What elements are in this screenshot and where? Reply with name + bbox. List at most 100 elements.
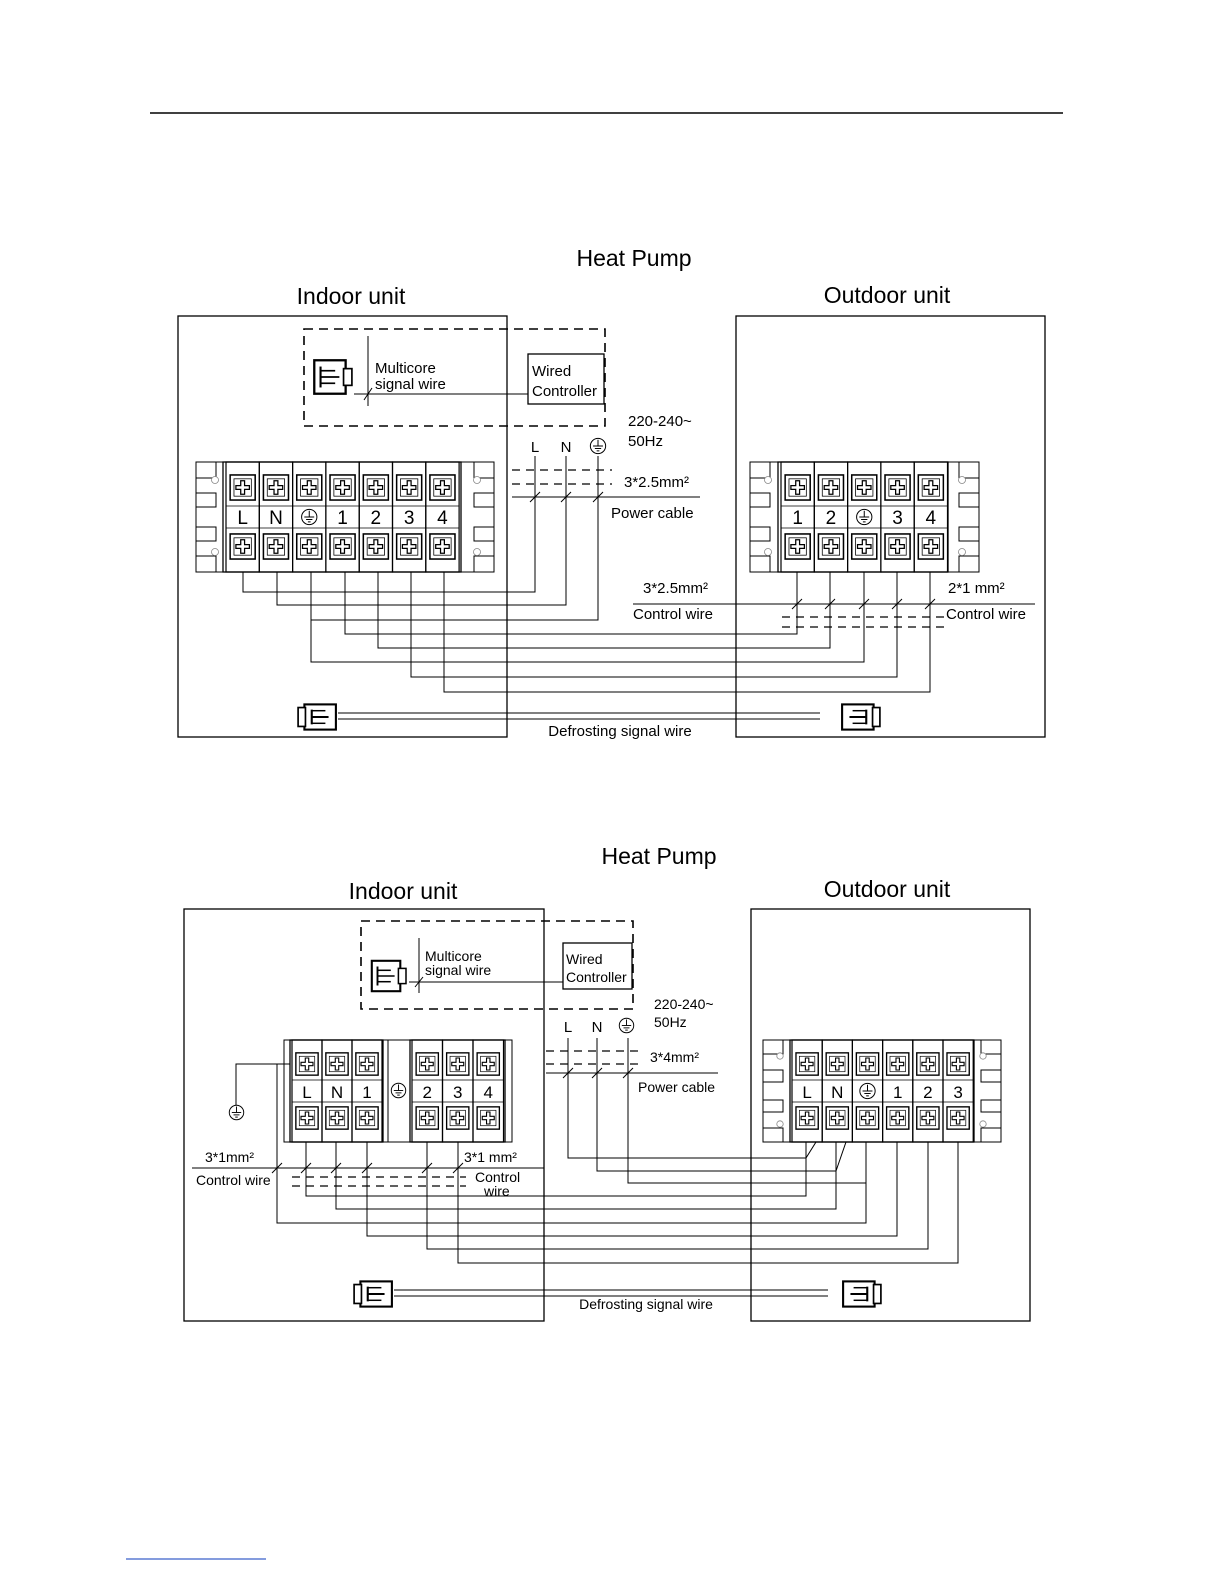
diagram-2-control-label-left: Control wire: [196, 1172, 271, 1188]
diagram-1-indoor-terminal-label: 1: [337, 508, 348, 529]
terminal-screw-icon: [395, 474, 423, 501]
diagram-1-defrost-label: Defrosting signal wire: [548, 723, 691, 740]
diagram-1-power-spec: 3*2.5mm²: [624, 474, 689, 491]
diagram-1-wired-controller: [527, 353, 605, 405]
diagram-1-outdoor-box: [735, 315, 1046, 738]
terminal-screw-icon: [295, 1052, 319, 1076]
terminal-screw-icon: [355, 1052, 379, 1076]
terminal-screw-icon: [329, 533, 356, 560]
terminal-screw-icon: [850, 533, 878, 560]
diagram-2-control-spec-left: 3*1mm²: [205, 1149, 254, 1165]
terminal-screw-icon: [295, 1106, 319, 1130]
diagram-1-control-spec-left: 3*2.5mm²: [643, 580, 708, 597]
diagram-1-outdoor-terminal-label: 4: [926, 508, 937, 529]
terminal-screw-icon: [362, 533, 390, 560]
diagram-1: Heat Pump Indoor unit Outdoor unit Multi…: [177, 245, 1046, 740]
terminal-screw-icon: [295, 474, 323, 501]
terminal-screw-icon: [329, 474, 356, 501]
diagram-2-control-spec-mid: 3*1 mm²: [464, 1149, 517, 1165]
terminal-screw-icon: [229, 474, 256, 501]
diagram-2-supply-L: L: [564, 1019, 572, 1036]
terminal-screw-icon: [784, 533, 811, 560]
terminal-screw-icon: [295, 533, 323, 560]
terminal-screw-icon: [817, 533, 845, 560]
terminal-screw-icon: [884, 474, 911, 501]
diagram-2-outdoor-terminal-label: N: [831, 1083, 843, 1102]
terminal-screw-icon: [946, 1106, 970, 1130]
terminal-screw-icon: [850, 474, 878, 501]
diagram-2-wires: [192, 1038, 959, 1264]
diagram-2-defrost-label: Defrosting signal wire: [579, 1296, 713, 1312]
diagram-1-controller-area: [303, 328, 606, 427]
diagram-2-outdoor-terminal-label: 2: [923, 1083, 932, 1102]
diagram-2-multicore-line1: Multicore: [425, 948, 482, 964]
diagram-1-outdoor-terminal-label: 1: [792, 508, 803, 529]
ground-icon: [390, 1082, 407, 1099]
diagram-1-indoor-plug-icon: [297, 703, 337, 731]
diagram-2-indoor-terminal-label: 4: [484, 1083, 493, 1102]
diagram-1-outdoor-plug-icon: [841, 703, 881, 731]
diagram-1-power-label: Power cable: [611, 505, 694, 522]
terminal-screw-icon: [445, 1052, 470, 1076]
diagram-2-indoor-terminal-label: N: [331, 1083, 343, 1102]
diagram-2-voltage-1: 220-240~: [654, 996, 714, 1012]
diagram-2-title: Heat Pump: [601, 843, 716, 869]
diagram-2-indoor-terminal-cell: [472, 1039, 505, 1143]
diagram-2-controller-line2: Controller: [566, 969, 627, 985]
diagram-1-supply-L: L: [531, 439, 539, 456]
terminal-screw-icon: [795, 1106, 819, 1130]
terminal-screw-icon: [429, 474, 456, 501]
terminal-screw-icon: [362, 474, 390, 501]
diagram-1-indoor-box: [177, 315, 508, 738]
ground-icon: [856, 508, 873, 526]
diagram-2-indoor-terminal-label: 3: [453, 1083, 462, 1102]
diagram-2-wired-controller: [562, 942, 633, 990]
diagram-2-controller-line1: Wired: [566, 951, 603, 967]
terminal-screw-icon: [429, 533, 456, 560]
diagram-2-control-label-mid-1: Control: [475, 1169, 520, 1185]
diagram-1-voltage-2: 50Hz: [628, 433, 663, 450]
terminal-screw-icon: [885, 1106, 910, 1130]
diagram-1-outdoor-terminal-cell: [913, 461, 949, 573]
diagram-1-supply-N: N: [561, 439, 572, 456]
diagram-1-indoor-terminal-label: L: [237, 508, 248, 529]
terminal-screw-icon: [825, 1106, 850, 1130]
terminal-screw-icon: [917, 474, 945, 501]
diagram-2-outdoor-terminal-label: 3: [953, 1083, 962, 1102]
diagram-1-multicore-line1: Multicore: [375, 360, 436, 377]
terminal-screw-icon: [355, 1106, 379, 1130]
diagram-2-voltage-2: 50Hz: [654, 1014, 687, 1030]
terminal-screw-icon: [784, 474, 811, 501]
diagram-2-controller-area: [360, 920, 634, 1010]
diagram-2-outdoor-box: [750, 908, 1031, 1322]
terminal-screw-icon: [885, 1052, 910, 1076]
diagram-1-control-spec-right: 2*1 mm²: [948, 580, 1005, 597]
diagram-2-power-label: Power cable: [638, 1079, 715, 1095]
terminal-screw-icon: [855, 1052, 880, 1076]
diagram-1-control-label-right: Control wire: [946, 606, 1026, 623]
diagram-2: Heat Pump Indoor unit Outdoor unit Multi…: [183, 843, 1031, 1322]
terminal-screw-icon: [395, 533, 423, 560]
terminal-screw-icon: [262, 474, 290, 501]
terminal-screw-icon: [445, 1106, 470, 1130]
diagram-1-voltage-1: 220-240~: [628, 413, 692, 430]
diagram-1-indoor-terminal-label: N: [269, 508, 283, 529]
diagram-1-indoor-terminal-label: 2: [371, 508, 382, 529]
diagram-1-outdoor-terminal-label: 2: [826, 508, 837, 529]
terminal-screw-icon: [917, 533, 945, 560]
terminal-screw-icon: [916, 1106, 940, 1130]
ground-icon: [228, 1104, 245, 1121]
ground-icon: [589, 437, 607, 455]
terminal-screw-icon: [476, 1052, 501, 1076]
diagram-2-indoor-label: Indoor unit: [349, 878, 458, 904]
terminal-screw-icon: [795, 1052, 819, 1076]
terminal-screw-icon: [916, 1052, 940, 1076]
diagram-1-multicore-line2: signal wire: [375, 376, 446, 393]
terminal-screw-icon: [817, 474, 845, 501]
ground-icon: [618, 1017, 635, 1034]
